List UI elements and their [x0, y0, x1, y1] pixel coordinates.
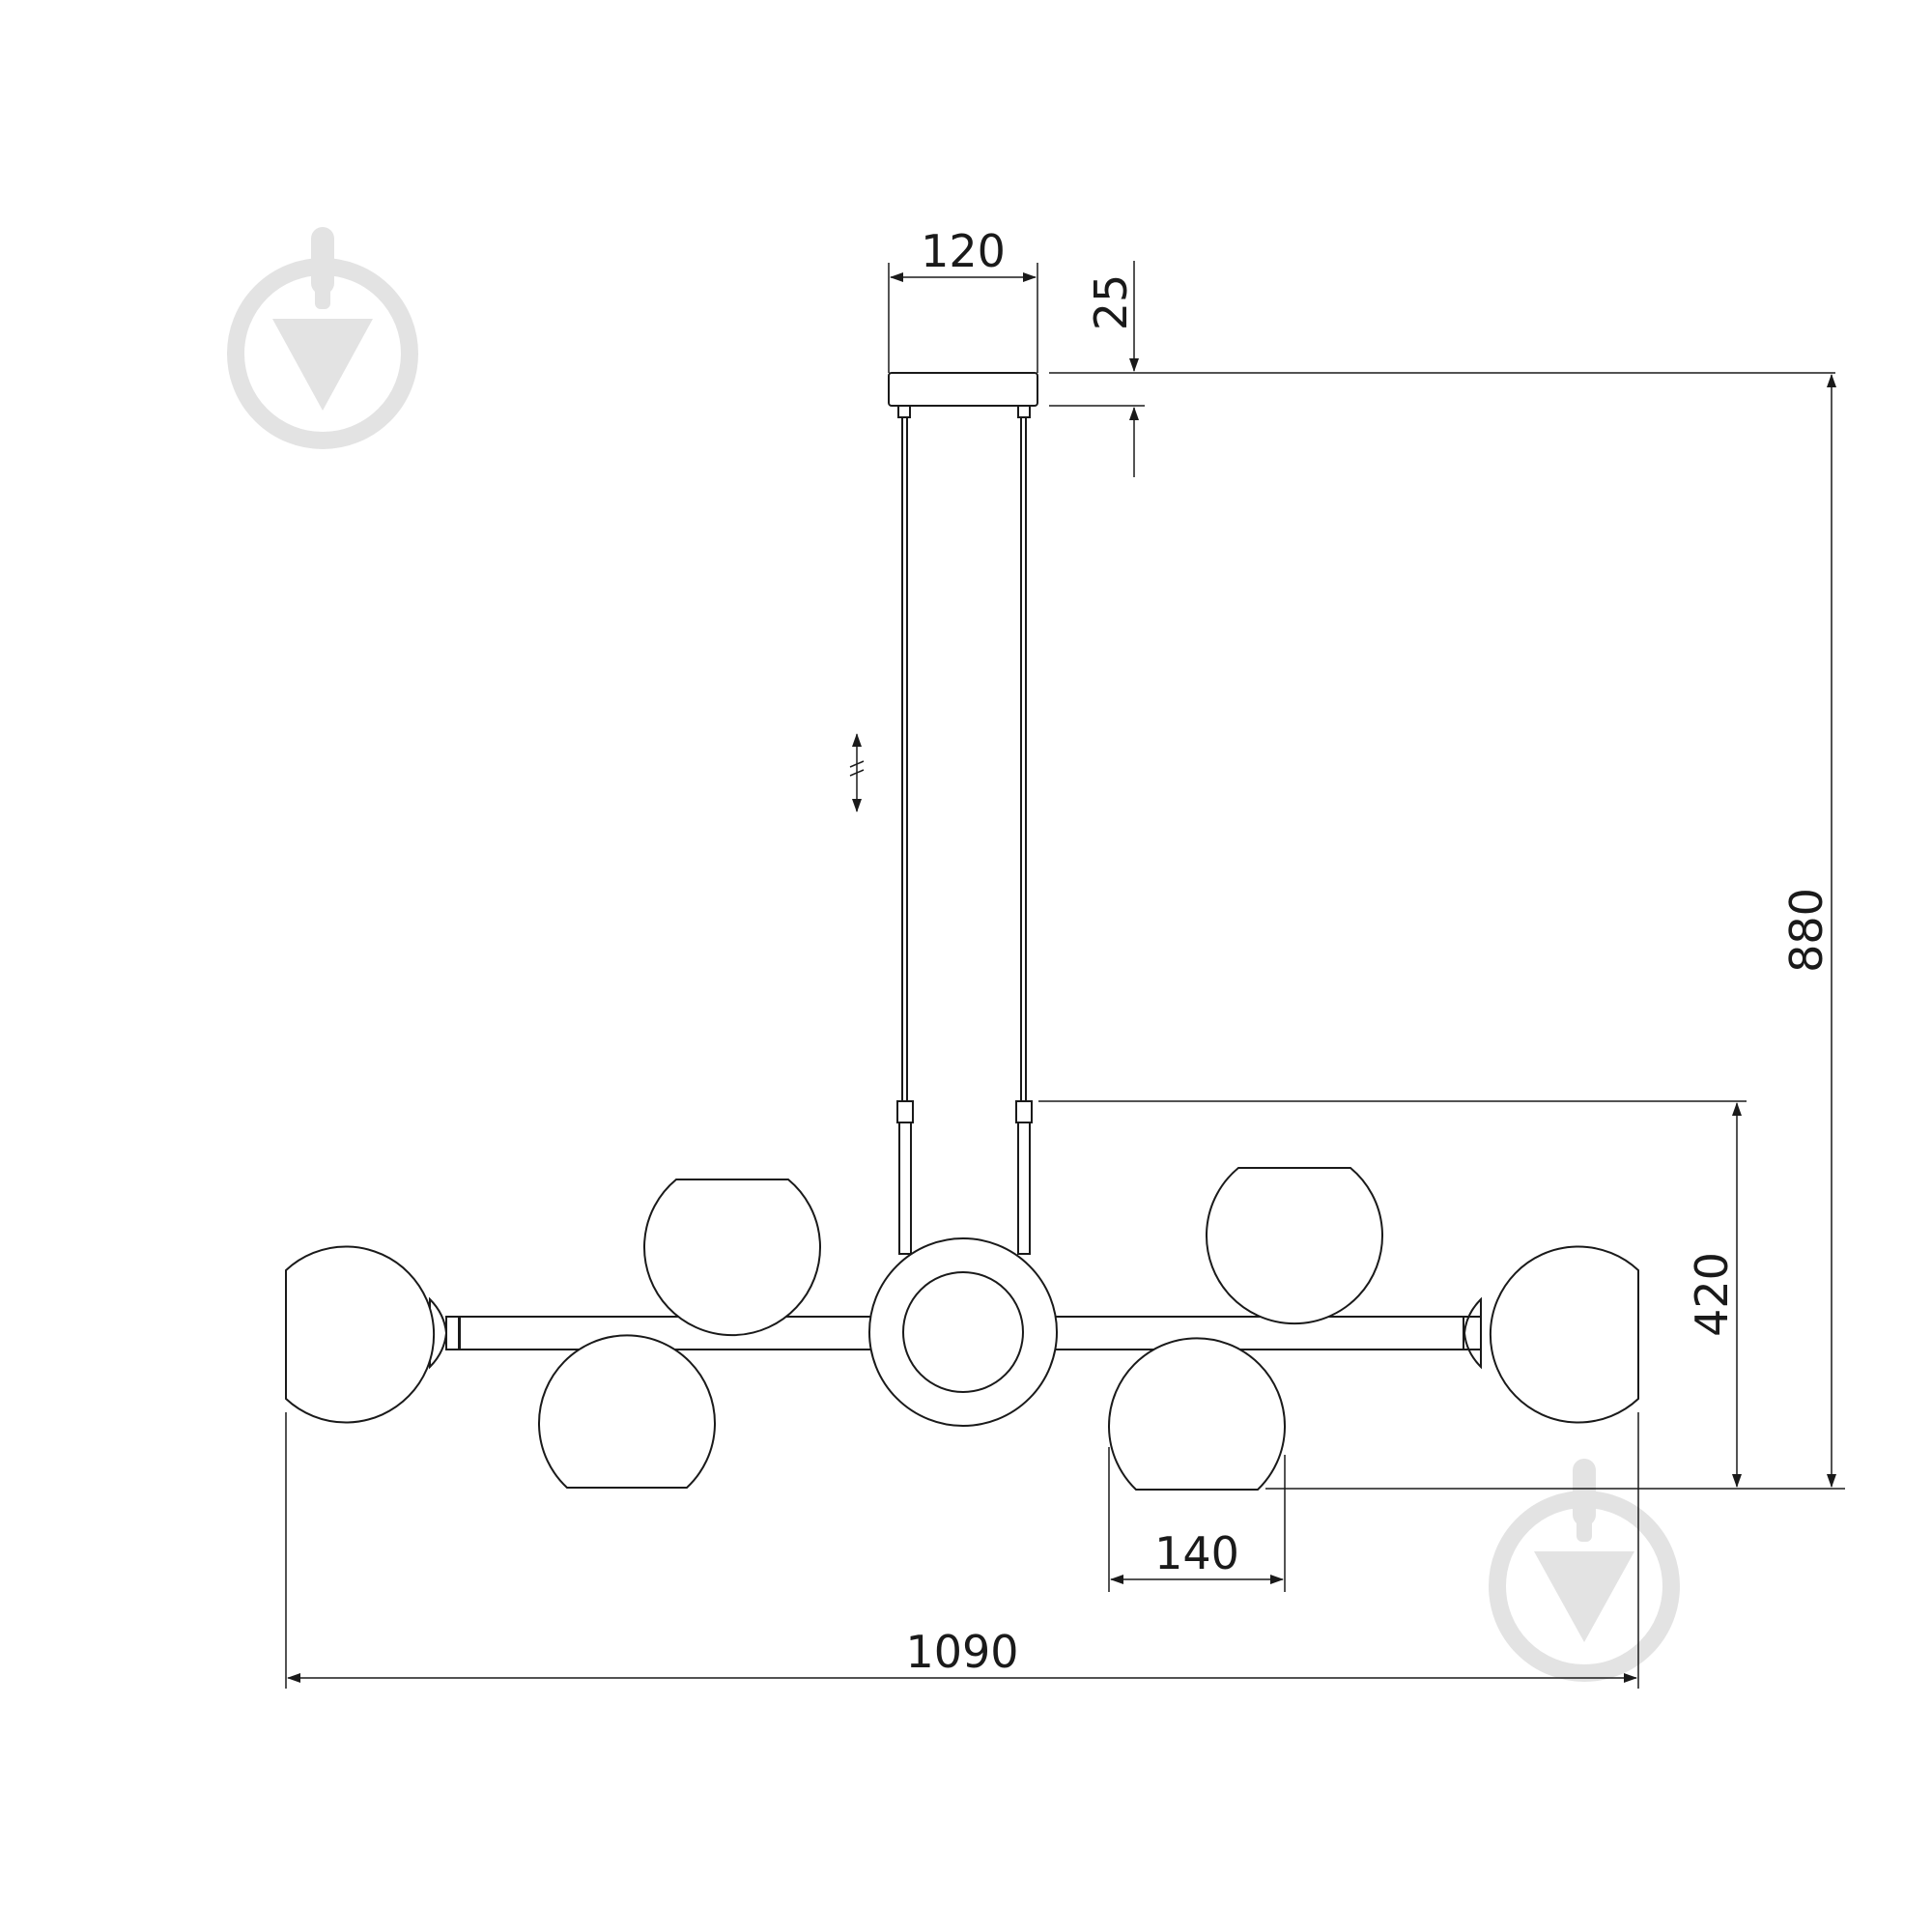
dimension-canopy-width: 120	[888, 225, 1038, 373]
glass-shade-end-left	[285, 1245, 461, 1424]
brand-watermark-icon	[227, 227, 418, 449]
dimension-canopy-height: 25	[1049, 261, 1835, 477]
total-width-label: 1090	[905, 1626, 1018, 1678]
glass-shade	[1108, 1337, 1286, 1491]
glass-shade	[1206, 1167, 1383, 1325]
total-height-label: 880	[1780, 888, 1833, 973]
dimension-shade-diameter: 140	[1108, 1447, 1286, 1592]
body-height-label: 420	[1686, 1252, 1738, 1337]
dimension-total-height: 880	[1265, 374, 1845, 1490]
dimension-total-width: 1090	[285, 1412, 1639, 1689]
glass-shade	[643, 1179, 821, 1337]
glass-shade-end-right	[1463, 1245, 1639, 1424]
canopy-height-label: 25	[1085, 274, 1137, 331]
glass-shade	[538, 1334, 716, 1489]
ceiling-canopy	[888, 372, 1038, 407]
canopy-width-label: 120	[921, 225, 1006, 277]
brand-watermark-icon	[1489, 1459, 1680, 1682]
central-hub	[868, 1237, 1058, 1427]
dimension-body-height: 420	[1038, 1100, 1747, 1488]
shade-diameter-label: 140	[1154, 1527, 1239, 1579]
adjustable-length-icon	[849, 733, 865, 812]
